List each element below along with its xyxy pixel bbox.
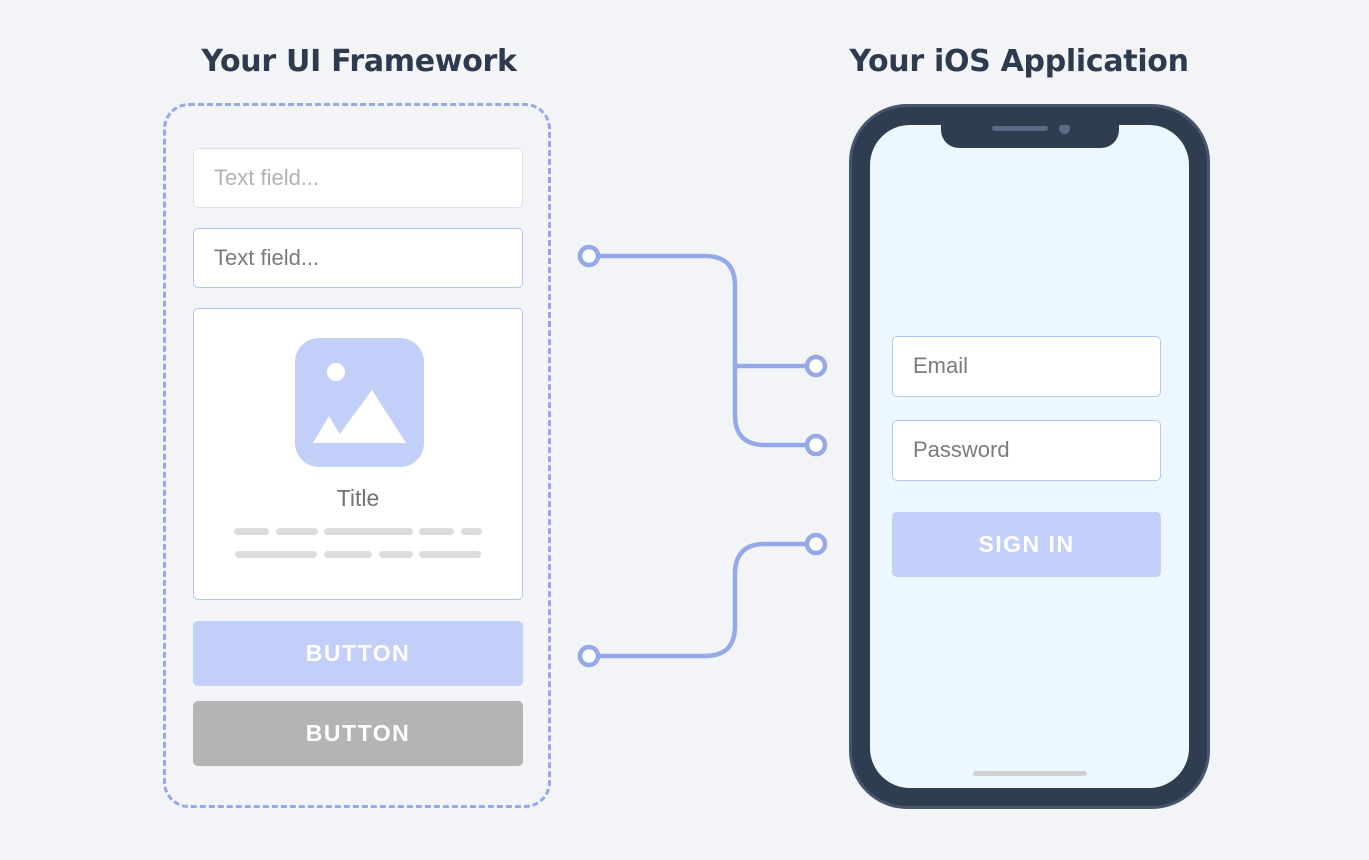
card-text-line: [276, 528, 318, 535]
card-text-line: [419, 528, 454, 535]
card-text-line: [379, 551, 413, 558]
framework-heading: Your UI Framework: [201, 44, 517, 79]
speaker-icon: [992, 126, 1048, 131]
image-placeholder-icon: [295, 338, 424, 467]
connector-text-fields: [595, 253, 809, 448]
card-text-line: [461, 528, 482, 535]
connector-button: [595, 541, 809, 659]
ios-app-heading: Your iOS Application: [849, 44, 1189, 79]
framework-image-card: Title: [193, 308, 523, 600]
email-field[interactable]: Email: [892, 336, 1161, 397]
card-text-line: [234, 528, 269, 535]
connector-node-icon: [577, 244, 601, 268]
framework-dashed-frame: [163, 103, 551, 808]
connector-node-icon: [577, 644, 601, 668]
mountain-sun-icon: [313, 363, 406, 443]
connector-node-icon: [804, 532, 828, 556]
framework-primary-button[interactable]: BUTTON: [193, 621, 523, 686]
camera-icon: [1059, 125, 1070, 134]
card-title: Title: [336, 485, 380, 511]
connector-node-icon: [804, 433, 828, 457]
framework-text-field-active[interactable]: Text field...: [193, 228, 523, 288]
home-indicator[interactable]: [973, 771, 1087, 776]
password-field[interactable]: Password: [892, 420, 1161, 481]
sign-in-button[interactable]: SIGN IN: [892, 512, 1161, 577]
connector-node-icon: [804, 354, 828, 378]
framework-text-field-placeholder[interactable]: Text field...: [193, 148, 523, 208]
phone-notch: [941, 125, 1119, 148]
card-text-line: [324, 528, 413, 535]
card-text-line: [419, 551, 481, 558]
card-text-line: [235, 551, 317, 558]
framework-secondary-button[interactable]: BUTTON: [193, 701, 523, 766]
card-text-line: [324, 551, 372, 558]
